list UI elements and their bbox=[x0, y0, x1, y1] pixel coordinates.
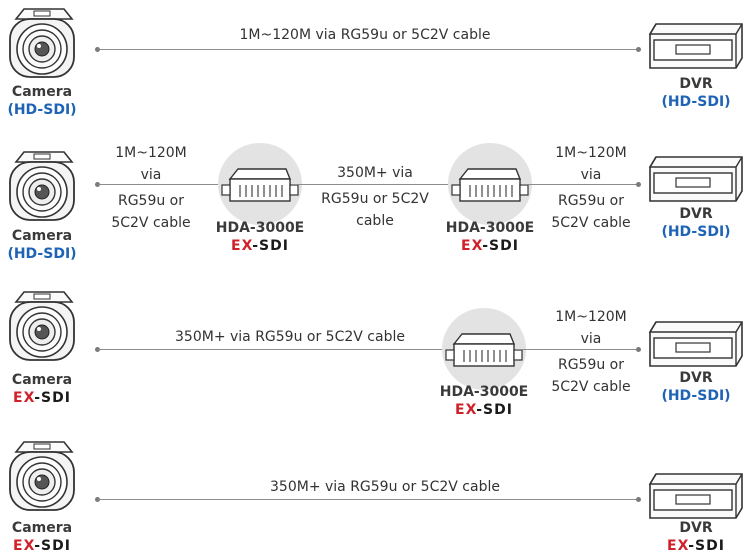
cable-text: via bbox=[580, 167, 602, 183]
dvr-icon bbox=[646, 20, 746, 72]
camera-hd-sdi-label: (HD-SDI) bbox=[7, 246, 77, 262]
cable-label-left: 350M+ via RG59u or 5C2V cable bbox=[175, 329, 405, 345]
ex-sdi-logo: EX-SDI bbox=[13, 390, 71, 406]
hda-3000e-device-icon bbox=[440, 306, 528, 392]
cable-label-right: 1M~120M via RG59u or 5C2V cable bbox=[536, 142, 646, 234]
cable-line bbox=[98, 349, 444, 350]
wire-endpoint bbox=[636, 182, 641, 187]
dvr-hd-sdi-label: (HD-SDI) bbox=[661, 224, 731, 240]
camera-label: Camera bbox=[11, 372, 73, 388]
wire-endpoint bbox=[95, 182, 100, 187]
cable-label-right: 1M~120M via RG59u or 5C2V cable bbox=[536, 306, 646, 398]
hda-3000e-device-icon bbox=[446, 141, 534, 227]
ex-sdi-logo: EX-SDI bbox=[455, 402, 513, 418]
cable-text: via bbox=[140, 167, 162, 183]
dvr-label: DVR bbox=[679, 206, 713, 222]
dvr-icon bbox=[646, 318, 746, 370]
ex-sdi-logo: EX-SDI bbox=[667, 538, 725, 554]
camera-label: Camera bbox=[11, 84, 73, 100]
camera-icon bbox=[2, 5, 82, 85]
cable-label: 1M~120M via RG59u or 5C2V cable bbox=[239, 27, 491, 43]
camera-icon bbox=[2, 148, 82, 228]
camera-label: Camera bbox=[11, 520, 73, 536]
cable-text: 5C2V cable bbox=[111, 215, 191, 231]
cable-label-mid: 350M+ via RG59u or 5C2V cable bbox=[300, 162, 450, 232]
cable-line bbox=[98, 49, 638, 50]
cable-text: RG59u or 5C2V bbox=[321, 191, 429, 207]
wire-endpoint bbox=[636, 497, 641, 502]
cable-line bbox=[292, 184, 468, 185]
wire-endpoint bbox=[95, 347, 100, 352]
dvr-hd-sdi-label: (HD-SDI) bbox=[661, 388, 731, 404]
ex-sdi-logo: EX-SDI bbox=[231, 238, 289, 254]
cable-text: cable bbox=[356, 213, 394, 229]
hda-label: HDA-3000E bbox=[215, 220, 305, 236]
cable-line bbox=[516, 349, 638, 350]
cable-line bbox=[522, 184, 638, 185]
cable-text: RG59u or bbox=[117, 193, 185, 209]
cable-text: 5C2V cable bbox=[551, 215, 631, 231]
camera-label: Camera bbox=[11, 228, 73, 244]
wire-endpoint bbox=[636, 47, 641, 52]
dvr-hd-sdi-label: (HD-SDI) bbox=[661, 94, 731, 110]
camera-hd-sdi-label: (HD-SDI) bbox=[7, 102, 77, 118]
hda-label: HDA-3000E bbox=[439, 384, 529, 400]
cable-text: 1M~120M bbox=[555, 309, 627, 325]
ex-sdi-logo: EX-SDI bbox=[461, 238, 519, 254]
dvr-icon bbox=[646, 153, 746, 205]
dvr-label: DVR bbox=[679, 370, 713, 386]
cable-text: 1M~120M bbox=[555, 145, 627, 161]
cable-line bbox=[98, 184, 228, 185]
cable-text: 1M~120M bbox=[115, 145, 187, 161]
cable-text: via bbox=[580, 331, 602, 347]
cable-label-left: 1M~120M via RG59u or 5C2V cable bbox=[96, 142, 206, 234]
hda-3000e-device-icon bbox=[216, 141, 304, 227]
dvr-label: DVR bbox=[679, 76, 713, 92]
cable-text: 5C2V cable bbox=[551, 379, 631, 395]
cable-line bbox=[98, 499, 638, 500]
camera-icon bbox=[2, 288, 82, 368]
hda-label: HDA-3000E bbox=[445, 220, 535, 236]
wire-endpoint bbox=[95, 497, 100, 502]
cable-text: 350M+ via bbox=[337, 165, 413, 181]
wire-endpoint bbox=[95, 47, 100, 52]
wire-endpoint bbox=[636, 347, 641, 352]
dvr-label: DVR bbox=[679, 520, 713, 536]
cable-text: RG59u or bbox=[557, 193, 625, 209]
camera-icon bbox=[2, 438, 82, 518]
dvr-icon bbox=[646, 470, 746, 522]
cable-text: RG59u or bbox=[557, 357, 625, 373]
ex-sdi-logo: EX-SDI bbox=[13, 538, 71, 554]
cable-label: 350M+ via RG59u or 5C2V cable bbox=[270, 479, 500, 495]
